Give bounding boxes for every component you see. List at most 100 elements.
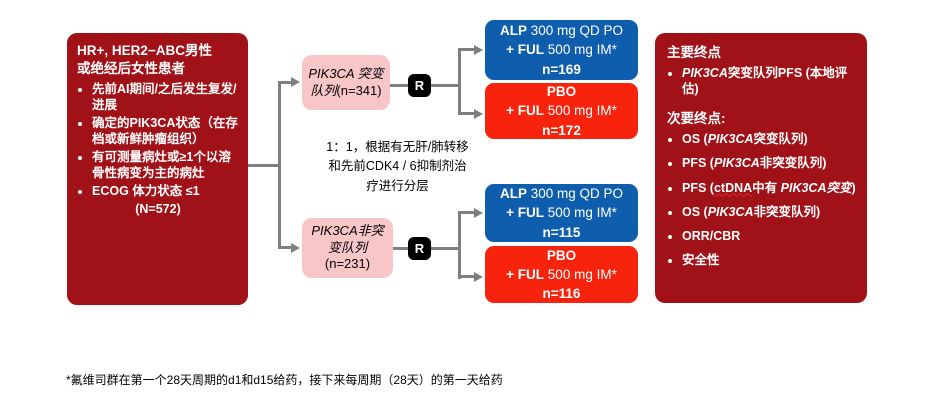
arm-drug-line: ALP 300 mg QD PO bbox=[485, 184, 638, 203]
secondary-endpoint-item: PFS (PIK3CA非突变队列) bbox=[682, 155, 857, 171]
eligibility-bullet-prior-ai: 先前AI期间/之后发生复发/进展 bbox=[92, 81, 239, 114]
drug-name: ALP bbox=[499, 23, 527, 39]
secondary-endpoint-item: ORR/CBR bbox=[682, 228, 857, 244]
secondary-endpoint-item: OS (PIK3CA突变队列) bbox=[682, 131, 857, 147]
endpoint-gene-italic: PIK3CA bbox=[707, 132, 754, 147]
primary-endpoint-item: PIK3CA突变队列PFS (本地评估) bbox=[682, 65, 857, 98]
connector-line bbox=[458, 112, 475, 115]
endpoint-text: OS ( bbox=[682, 132, 708, 147]
drug-name: + FUL bbox=[506, 205, 545, 221]
arm-drug-line: PBO bbox=[485, 246, 638, 265]
drug-name: + FUL bbox=[506, 103, 545, 119]
footnote: *氟维司群在第一个28天周期的d1和d15给药，接下来每周期（28天）的第一天给… bbox=[66, 373, 503, 387]
eligibility-bullet-list: 先前AI期间/之后发生复发/进展 确定的PIK3CA状态（在存档或新鲜肿瘤组织）… bbox=[77, 81, 239, 200]
drug-name: PBO bbox=[546, 84, 577, 100]
arm-n: n=172 bbox=[542, 122, 581, 138]
arrowhead-icon bbox=[474, 208, 483, 218]
arm-drug-line: + FUL 500 mg IM* bbox=[485, 203, 638, 222]
stratification-line: 疗进行分层 bbox=[366, 178, 429, 193]
connector-line bbox=[458, 211, 461, 279]
arm-drug-line: ALP 300 mg QD PO bbox=[485, 21, 638, 40]
cohort-n: (n=231) bbox=[324, 256, 371, 272]
endpoint-text: 安全性 bbox=[682, 253, 720, 268]
eligibility-bullet-measurable-lesion: 有可测量病灶或≥1个以溶骨性病变为主的病灶 bbox=[92, 149, 239, 182]
arm-drug-line: + FUL 500 mg IM* bbox=[485, 101, 638, 120]
endpoint-text: 非突变队列) bbox=[759, 156, 827, 171]
eligibility-criteria-box: HR+, HER2−ABC男性 或绝经后女性患者 先前AI期间/之后发生复发/进… bbox=[67, 33, 248, 305]
primary-endpoints-title: 主要终点 bbox=[667, 45, 721, 60]
endpoints-box: 主要终点 PIK3CA突变队列PFS (本地评估) 次要终点: OS (PIK3… bbox=[655, 33, 867, 303]
connector-line bbox=[393, 247, 408, 250]
drug-dose: 500 mg IM* bbox=[544, 205, 617, 221]
arrowhead-icon bbox=[474, 109, 483, 119]
endpoint-gene-italic: PIK3CA突变 bbox=[780, 180, 852, 195]
secondary-endpoints-title: 次要终点: bbox=[667, 111, 726, 127]
enrollment-total: (N=572) bbox=[135, 202, 181, 217]
endpoint-text: 中有 bbox=[752, 180, 781, 195]
cohort-label: PIK3CA 突变队列(n=341) bbox=[306, 66, 386, 100]
arm-drug-line: PBO bbox=[485, 82, 638, 101]
drug-dose: 500 mg IM* bbox=[544, 42, 617, 58]
arm-n: n=116 bbox=[542, 286, 581, 302]
connector-line bbox=[390, 84, 408, 87]
cohort-pik3ca-mutant-box: PIK3CA 突变队列(n=341) bbox=[302, 55, 390, 110]
endpoint-text: 非突变队列) bbox=[753, 204, 821, 219]
connector-line bbox=[280, 246, 292, 249]
arrowhead-icon bbox=[474, 45, 483, 55]
cohort-pik3ca-non-mutant-box: PIK3CA非突变队列 (n=231) bbox=[302, 218, 393, 278]
randomization-badge: R bbox=[408, 74, 431, 97]
endpoint-gene-italic: PIK3CA bbox=[682, 65, 728, 80]
secondary-endpoint-item: PFS (ctDNA中有 PIK3CA突变) bbox=[682, 180, 857, 196]
arm-drug-line: + FUL 500 mg IM* bbox=[485, 265, 638, 284]
cohort-name: PIK3CA 突变队列 bbox=[308, 65, 384, 98]
connector-line bbox=[431, 247, 461, 250]
arm-placebo-mutant-box: PBO + FUL 500 mg IM* n=172 bbox=[485, 83, 638, 139]
connector-line bbox=[458, 211, 475, 214]
drug-name: ALP bbox=[499, 186, 527, 202]
arm-n: n=169 bbox=[542, 61, 581, 77]
endpoint-gene-italic: PIK3CA bbox=[713, 156, 760, 171]
connector-line bbox=[248, 164, 281, 167]
eligibility-title-line2: 或绝经后女性患者 bbox=[77, 60, 185, 76]
endpoint-text: PFS ( bbox=[682, 156, 714, 171]
connector-line bbox=[280, 81, 292, 84]
connector-line bbox=[278, 81, 281, 249]
arm-alpelisib-non-mutant-box: ALP 300 mg QD PO + FUL 500 mg IM* n=115 bbox=[485, 184, 638, 242]
drug-dose: 300 mg QD PO bbox=[526, 23, 624, 39]
connector-line bbox=[458, 48, 475, 51]
stratification-note: 1：1，根据有无肝/肺转移 和先前CDK4 / 6抑制剂治 疗进行分层 bbox=[300, 138, 495, 196]
secondary-endpoint-item: OS (PIK3CA非突变队列) bbox=[682, 204, 857, 220]
connector-line bbox=[458, 275, 475, 278]
endpoint-text: 突变队列PFS (本地评估) bbox=[682, 65, 848, 97]
cohort-name: PIK3CA非突变队列 bbox=[306, 223, 389, 257]
drug-dose: 500 mg IM* bbox=[544, 103, 617, 119]
drug-name: PBO bbox=[546, 247, 577, 263]
primary-endpoints-list: PIK3CA突变队列PFS (本地评估) bbox=[667, 65, 857, 98]
secondary-endpoint-item: 安全性 bbox=[682, 252, 857, 268]
endpoint-text: ) bbox=[851, 180, 856, 195]
stratification-line: 1：1，根据有无肝/肺转移 bbox=[326, 140, 469, 154]
cohort-name-text: PIK3CA非突变队列 bbox=[311, 222, 384, 255]
connector-line bbox=[458, 48, 461, 115]
endpoint-text: OS ( bbox=[682, 204, 708, 219]
endpoint-ctdna-text: ctDNA bbox=[713, 180, 753, 195]
arrowhead-icon bbox=[474, 272, 483, 282]
connector-line bbox=[431, 84, 461, 87]
arm-n: n=115 bbox=[542, 224, 581, 240]
eligibility-title-line1: HR+, HER2−ABC男性 bbox=[77, 43, 213, 58]
endpoint-text: PFS ( bbox=[682, 180, 714, 195]
endpoint-text: ORR/CBR bbox=[682, 229, 741, 244]
eligibility-bullet-pik3ca-status: 确定的PIK3CA状态（在存档或新鲜肿瘤组织） bbox=[92, 115, 239, 148]
drug-dose: 500 mg IM* bbox=[544, 266, 617, 282]
drug-name: + FUL bbox=[506, 42, 545, 58]
arm-alpelisib-mutant-box: ALP 300 mg QD PO + FUL 500 mg IM* n=169 bbox=[485, 20, 638, 80]
arrowhead-icon bbox=[291, 77, 300, 87]
cohort-n: (n=341) bbox=[336, 82, 382, 98]
endpoint-gene-italic: PIK3CA bbox=[707, 204, 754, 219]
stratification-line: 和先前CDK4 / 6抑制剂治 bbox=[328, 159, 467, 174]
arrowhead-icon bbox=[291, 243, 300, 253]
randomization-badge: R bbox=[408, 237, 431, 260]
drug-dose: 300 mg QD PO bbox=[526, 186, 624, 202]
secondary-endpoints-list: OS (PIK3CA突变队列) PFS (PIK3CA非突变队列) PFS (c… bbox=[667, 131, 857, 269]
